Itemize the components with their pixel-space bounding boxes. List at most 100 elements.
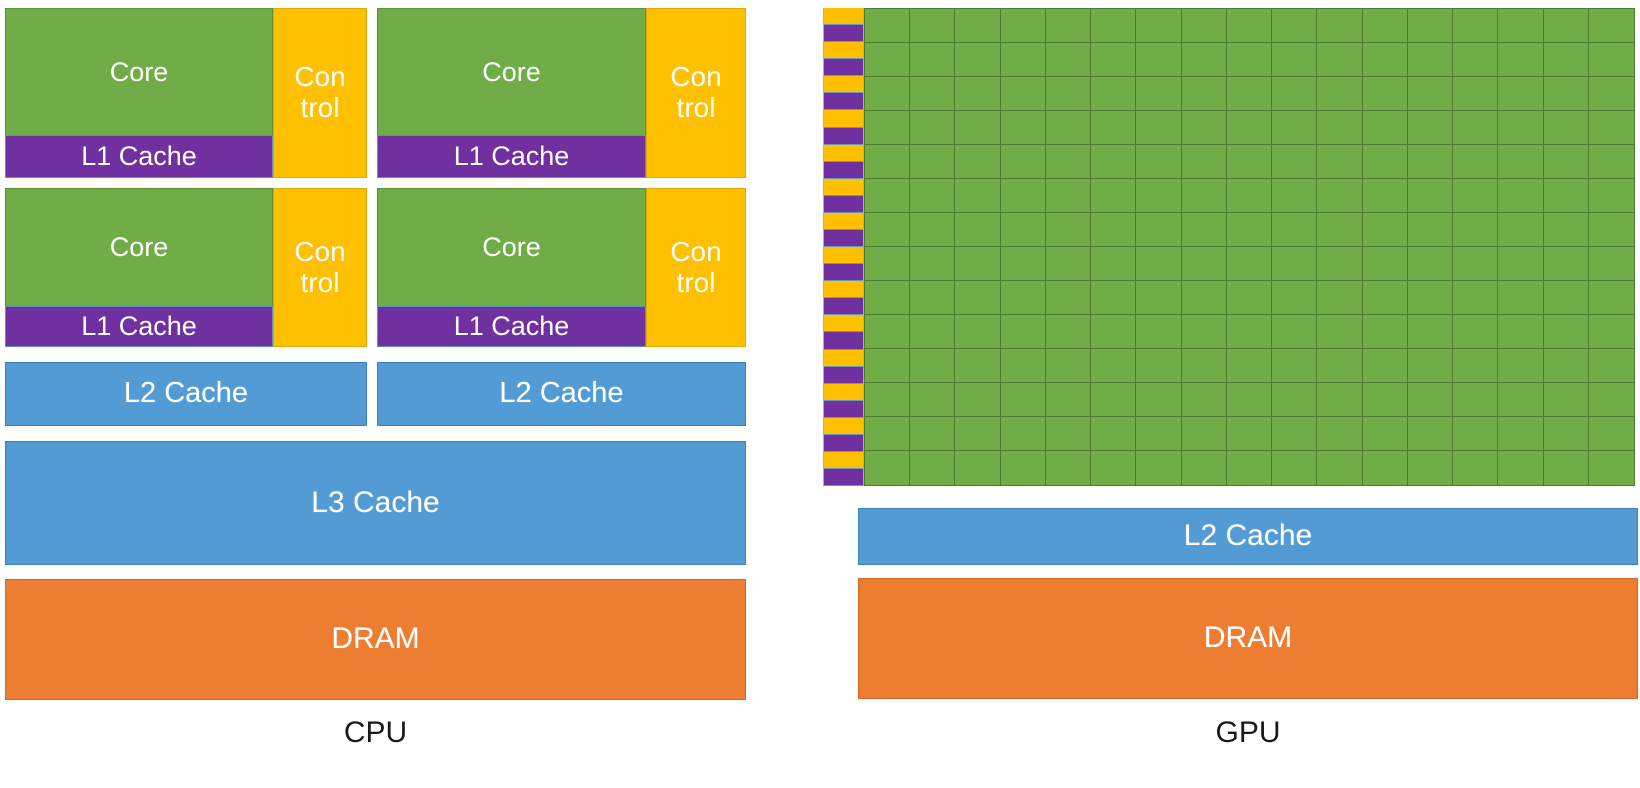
gpu-core-cell <box>1045 9 1092 43</box>
gpu-core-cell <box>1362 451 1408 485</box>
gpu-core-cell <box>1498 111 1544 145</box>
gpu-dram[interactable]: DRAM <box>858 578 1638 699</box>
gpu-core-cell <box>1453 77 1499 111</box>
gpu-control-stripe <box>824 315 863 333</box>
gpu-l1-cache-stripe <box>824 264 863 282</box>
gpu-core-cell <box>1453 145 1499 179</box>
gpu-core-cell <box>1091 315 1137 349</box>
gpu-core-cell <box>1588 179 1634 213</box>
l1-cache-block: L1 Cache <box>5 135 273 178</box>
gpu-core-cell <box>1362 213 1408 247</box>
gpu-core-cell <box>1000 213 1046 247</box>
gpu-core-cell <box>955 451 1001 485</box>
gpu-core-cell <box>1272 9 1318 43</box>
gpu-core-cell <box>910 9 956 43</box>
gpu-core-cell <box>1498 281 1544 315</box>
gpu-core-cell <box>955 145 1001 179</box>
gpu-core-cell <box>1045 213 1092 247</box>
gpu-core-cell <box>1498 213 1544 247</box>
cpu-core-unit-3[interactable]: Core L1 Cache Con trol <box>5 188 367 347</box>
gpu-core-cell <box>1407 417 1454 451</box>
gpu-core-cell <box>1362 383 1408 417</box>
cpu-dram[interactable]: DRAM <box>5 579 746 700</box>
gpu-core-cell <box>1226 247 1273 281</box>
cpu-core-unit-4[interactable]: Core L1 Cache Con trol <box>377 188 746 347</box>
gpu-core-cell <box>1136 77 1182 111</box>
gpu-core-cell <box>1000 349 1046 383</box>
gpu-core-cell <box>1453 9 1499 43</box>
gpu-core-cell <box>1498 247 1544 281</box>
gpu-core-cell <box>1498 77 1544 111</box>
gpu-core-cell <box>1181 145 1227 179</box>
gpu-core-cell <box>1453 213 1499 247</box>
gpu-core-cell <box>1317 213 1363 247</box>
gpu-control-stripe <box>824 452 863 470</box>
gpu-core-cell <box>1091 281 1137 315</box>
gpu-core-cell <box>1453 111 1499 145</box>
gpu-core-cell <box>1588 77 1634 111</box>
gpu-core-cell <box>1407 145 1454 179</box>
gpu-core-cell <box>1136 451 1182 485</box>
gpu-core-cell <box>865 281 911 315</box>
gpu-core-cell <box>1000 247 1046 281</box>
gpu-core-cell <box>1272 179 1318 213</box>
gpu-control-stripe <box>824 417 863 435</box>
gpu-l1-cache-stripe <box>824 195 863 213</box>
gpu-l1-cache-stripe <box>824 469 863 487</box>
gpu-core-cell <box>1317 179 1363 213</box>
gpu-core-cell <box>955 9 1001 43</box>
gpu-core-cell <box>1362 43 1408 77</box>
gpu-core-cell <box>1226 281 1273 315</box>
cpu-l2-cache-right[interactable]: L2 Cache <box>377 362 746 426</box>
gpu-l1-cache-stripe <box>824 366 863 384</box>
gpu-core-cell <box>1362 111 1408 145</box>
gpu-core-cell <box>1453 451 1499 485</box>
gpu-control-stripe <box>824 178 863 196</box>
gpu-core-cell <box>1181 111 1227 145</box>
gpu-core-cell <box>865 315 911 349</box>
gpu-core-cell <box>1272 77 1318 111</box>
gpu-core-cell <box>955 315 1001 349</box>
gpu-core-cell <box>1272 213 1318 247</box>
gpu-core-grid[interactable] <box>864 8 1635 486</box>
gpu-core-cell <box>1091 111 1137 145</box>
gpu-core-cell <box>1091 213 1137 247</box>
gpu-core-cell <box>1091 145 1137 179</box>
gpu-core-cell <box>1181 213 1227 247</box>
gpu-core-cell <box>1543 43 1589 77</box>
gpu-core-cell <box>865 145 911 179</box>
gpu-core-cell <box>1272 315 1318 349</box>
gpu-stripe-column[interactable] <box>823 8 864 487</box>
gpu-core-cell <box>865 383 911 417</box>
gpu-core-cell <box>1498 349 1544 383</box>
gpu-core-cell <box>1362 9 1408 43</box>
gpu-core-cell <box>1543 111 1589 145</box>
gpu-core-cell <box>1045 349 1092 383</box>
gpu-core-cell <box>1226 383 1273 417</box>
cpu-core-unit-1[interactable]: Core L1 Cache Con trol <box>5 8 367 178</box>
gpu-core-cell <box>1498 451 1544 485</box>
gpu-core-cell <box>1317 417 1363 451</box>
gpu-core-cell <box>1226 77 1273 111</box>
gpu-core-cell <box>1543 451 1589 485</box>
gpu-core-cell <box>1317 281 1363 315</box>
gpu-core-cell <box>1181 451 1227 485</box>
gpu-core-cell <box>910 417 956 451</box>
core-block: Core <box>5 8 273 137</box>
gpu-core-cell <box>1091 43 1137 77</box>
cpu-l3-cache[interactable]: L3 Cache <box>5 441 746 565</box>
cpu-core-unit-2[interactable]: Core L1 Cache Con trol <box>377 8 746 178</box>
gpu-l2-cache[interactable]: L2 Cache <box>858 508 1638 565</box>
gpu-core-cell <box>1272 281 1318 315</box>
gpu-core-cell <box>1272 349 1318 383</box>
gpu-core-cell <box>955 247 1001 281</box>
gpu-core-cell <box>910 213 956 247</box>
cpu-l2-cache-left[interactable]: L2 Cache <box>5 362 367 426</box>
gpu-core-cell <box>1543 247 1589 281</box>
gpu-core-cell <box>1407 349 1454 383</box>
gpu-core-cell <box>1498 145 1544 179</box>
gpu-core-cell <box>865 349 911 383</box>
gpu-core-cell <box>1453 281 1499 315</box>
gpu-control-stripe <box>824 383 863 401</box>
gpu-core-cell <box>1362 179 1408 213</box>
